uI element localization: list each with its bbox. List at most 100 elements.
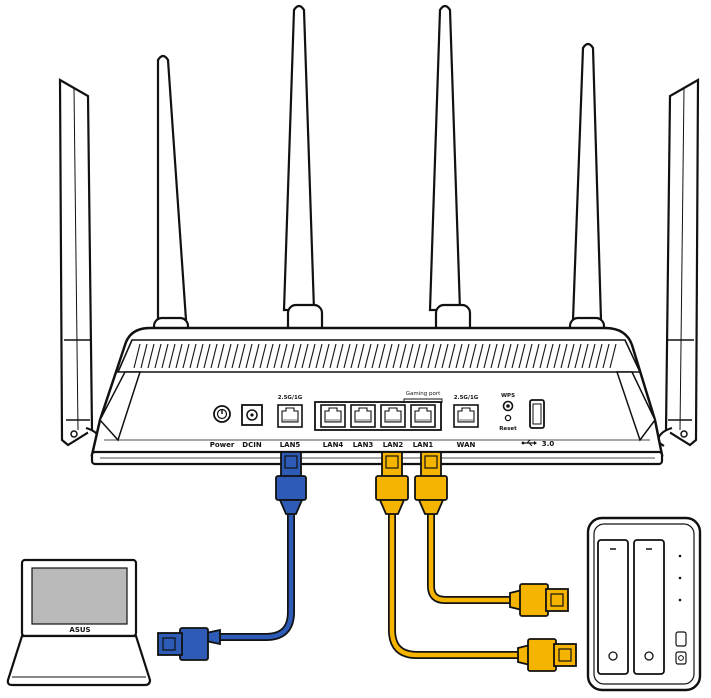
antenna-outer-right	[656, 78, 700, 447]
laptop	[6, 558, 152, 687]
vent-slat	[574, 343, 582, 369]
gaming-port-bracket	[403, 398, 443, 403]
usb-port[interactable]	[529, 399, 545, 429]
vent-slat	[455, 343, 463, 369]
blue-ethernet-cable	[216, 506, 295, 641]
laptop-logo: ASUS	[69, 626, 90, 634]
vent-slat	[490, 343, 498, 369]
lan4-port[interactable]	[320, 404, 346, 428]
power-button[interactable]	[213, 405, 231, 423]
vent-slat	[329, 343, 337, 369]
vent-slat	[168, 343, 176, 369]
nas-device	[586, 516, 702, 692]
vent-slat	[525, 343, 533, 369]
blue-rj45-connector-router	[275, 451, 307, 515]
vent-slat	[189, 343, 197, 369]
vent-slat	[350, 343, 358, 369]
vent-slat	[546, 343, 554, 369]
vent-slat	[133, 343, 141, 369]
vent-slat	[483, 343, 491, 369]
vent-slat	[224, 343, 232, 369]
vent-slat	[140, 343, 148, 369]
vent-slat	[532, 343, 540, 369]
wps-label: WPS	[501, 393, 515, 399]
vent-slat	[322, 343, 330, 369]
yellow-rj45-connector-lan1	[414, 451, 448, 515]
vent-slat	[476, 343, 484, 369]
vent-slat	[357, 343, 365, 369]
vent-slat	[280, 343, 288, 369]
usb-icon	[521, 439, 537, 447]
vent-slat	[371, 343, 379, 369]
reset-button[interactable]	[504, 414, 512, 422]
vent-slat	[231, 343, 239, 369]
vent-slat	[217, 343, 225, 369]
yellow-ethernet-cable-lan1	[427, 506, 516, 604]
vent-slat	[182, 343, 190, 369]
lan5-speed-label: 2.5G/1G	[278, 395, 303, 401]
vent-slat	[364, 343, 372, 369]
vent-slat	[441, 343, 449, 369]
vent-slat	[609, 343, 617, 369]
lan5-label: LAN5	[280, 441, 301, 449]
yellow-rj45-connector-nas-upper	[509, 583, 569, 617]
vent-slat	[462, 343, 470, 369]
yellow-rj45-connector-lan2	[375, 451, 409, 515]
ethernet-port-icon	[277, 404, 303, 428]
lan1-label: LAN1	[413, 441, 434, 449]
vent-slat	[539, 343, 547, 369]
antenna-outer-left	[58, 78, 102, 447]
vent-slat	[595, 343, 603, 369]
vent-slat	[259, 343, 267, 369]
vent-slat	[238, 343, 246, 369]
lan5-port[interactable]	[277, 404, 303, 428]
vent-slat	[196, 343, 204, 369]
vent-slat	[203, 343, 211, 369]
vent-slat	[175, 343, 183, 369]
lan3-label: LAN3	[353, 441, 374, 449]
lan3-port[interactable]	[350, 404, 376, 428]
vent-slat	[294, 343, 302, 369]
reset-label: Reset	[499, 426, 517, 432]
wps-button[interactable]	[502, 400, 514, 412]
vent-slat	[567, 343, 575, 369]
vent-slat	[287, 343, 295, 369]
vent-slat	[308, 343, 316, 369]
vent-slat	[588, 343, 596, 369]
usb-label: 3.0	[542, 440, 555, 448]
vent-slat	[406, 343, 414, 369]
vent-slat	[252, 343, 260, 369]
blue-rj45-connector-laptop	[157, 627, 221, 661]
vent-slat	[147, 343, 155, 369]
vent-slat	[273, 343, 281, 369]
vent-slat	[469, 343, 477, 369]
vent-slat	[553, 343, 561, 369]
ethernet-port-icon	[453, 404, 479, 428]
wan-label: WAN	[457, 441, 476, 449]
yellow-ethernet-cable-lan2	[388, 506, 524, 659]
vent-slat	[385, 343, 393, 369]
lan4-label: LAN4	[323, 441, 344, 449]
vent-slat	[245, 343, 253, 369]
lan2-port[interactable]	[380, 404, 406, 428]
wan-port[interactable]	[453, 404, 479, 428]
vent-slat	[343, 343, 351, 369]
power-label: Power	[210, 441, 235, 449]
lan1-port[interactable]	[410, 404, 436, 428]
vent-slat	[154, 343, 162, 369]
gaming-port-label: Gaming port	[406, 391, 441, 397]
vent-slats	[133, 343, 617, 369]
vent-slat	[602, 343, 610, 369]
vent-slat	[161, 343, 169, 369]
dcin-port[interactable]	[241, 404, 263, 426]
vent-slat	[378, 343, 386, 369]
vent-slat	[301, 343, 309, 369]
vent-slat	[434, 343, 442, 369]
dcin-label: DCIN	[242, 441, 262, 449]
lan2-label: LAN2	[383, 441, 404, 449]
vent-slat	[413, 343, 421, 369]
vent-slat	[266, 343, 274, 369]
vent-slat	[420, 343, 428, 369]
vent-slat	[448, 343, 456, 369]
